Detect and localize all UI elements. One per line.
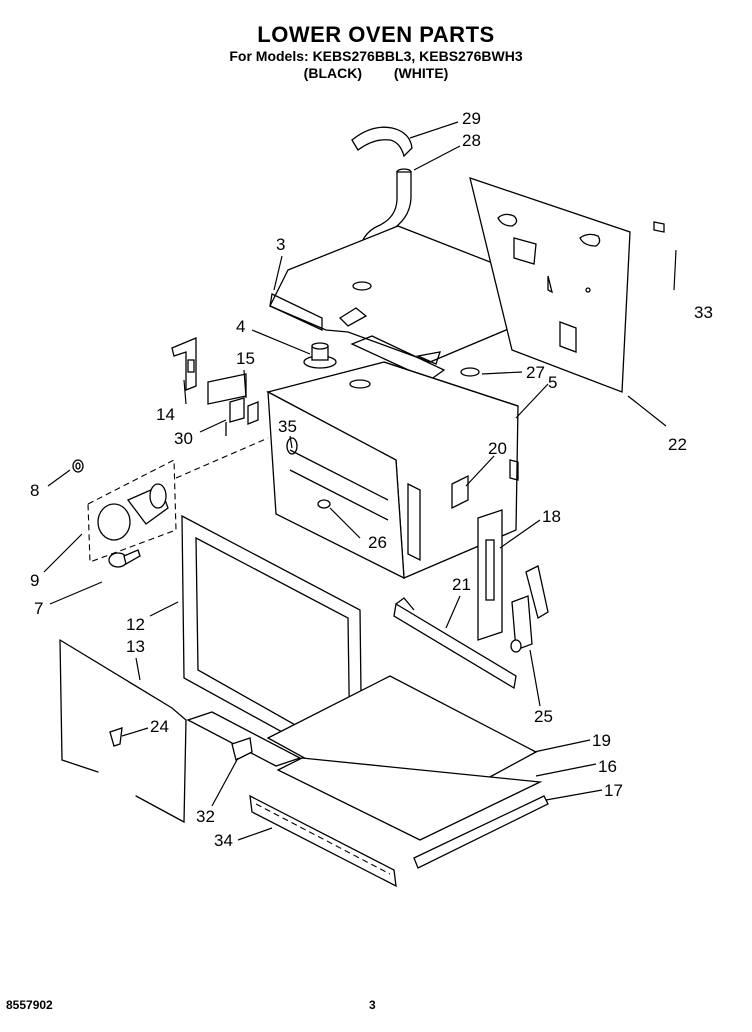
callout-14: 14 — [156, 405, 175, 424]
leader-lines — [43, 121, 677, 841]
part-4-terminal-block — [303, 342, 337, 369]
callout-28: 28 — [462, 131, 481, 150]
callout-16: 16 — [598, 757, 617, 776]
callout-20: 20 — [488, 439, 507, 458]
callout-18: 18 — [542, 507, 561, 526]
part-8-grommet — [72, 459, 84, 473]
callout-19: 19 — [592, 731, 611, 750]
part-18-side-bracket — [477, 509, 503, 641]
callout-3: 3 — [276, 235, 285, 254]
variant-white: (WHITE) — [393, 65, 449, 81]
part-30-sensor — [225, 397, 259, 436]
callout-12: 12 — [126, 615, 145, 634]
callout-8: 8 — [30, 481, 39, 500]
callout-labels: 29 28 3 4 5 33 22 27 15 14 30 35 20 8 26… — [30, 109, 713, 850]
page-title: LOWER OVEN PARTS — [257, 22, 495, 47]
callout-30: 30 — [174, 429, 193, 448]
part-5-oven-cavity — [266, 361, 519, 580]
callout-26: 26 — [368, 533, 387, 552]
page-number: 3 — [369, 998, 376, 1012]
callout-4: 4 — [236, 317, 245, 336]
part-17-trim-strip — [413, 795, 549, 869]
callout-35: 35 — [278, 417, 297, 436]
part-7-bulb — [108, 549, 141, 568]
variant-black: (BLACK) — [303, 65, 362, 81]
callout-24: 24 — [150, 717, 169, 736]
model-numbers: For Models: KEBS276BBL3, KEBS276BWH3 — [229, 48, 523, 64]
callout-25: 25 — [534, 707, 553, 726]
part-29-vent-hose — [351, 126, 413, 158]
part-27-plug — [460, 367, 480, 377]
callout-29: 29 — [462, 109, 481, 128]
callout-22: 22 — [668, 435, 687, 454]
callout-32: 32 — [196, 807, 215, 826]
part-13-door-gasket — [59, 639, 187, 824]
part-25-hinge — [510, 565, 549, 653]
document-number: 8557902 — [6, 998, 53, 1012]
callout-5: 5 — [548, 373, 557, 392]
callout-21: 21 — [452, 575, 471, 594]
part-33-clip — [653, 221, 665, 233]
callout-27: 27 — [526, 363, 545, 382]
part-32-vent-grille — [186, 711, 302, 767]
part-21-support-rail — [393, 597, 517, 690]
part-24-clip — [109, 727, 123, 747]
callout-15: 15 — [236, 349, 255, 368]
callout-34: 34 — [214, 831, 233, 850]
part-22-rear-panel — [469, 177, 631, 393]
callout-17: 17 — [604, 781, 623, 800]
part-14-sensor-bracket — [171, 337, 197, 391]
model-variants: (BLACK) (WHITE) — [0, 65, 752, 81]
part-9-light-assembly — [87, 437, 269, 563]
callout-9: 9 — [30, 571, 39, 590]
callout-33: 33 — [694, 303, 713, 322]
part-16-bottom-trim — [276, 757, 543, 841]
part-20-bracket — [451, 474, 469, 510]
part-34-kick-panel — [249, 794, 397, 888]
callout-13: 13 — [126, 637, 145, 656]
callout-7: 7 — [34, 599, 43, 618]
